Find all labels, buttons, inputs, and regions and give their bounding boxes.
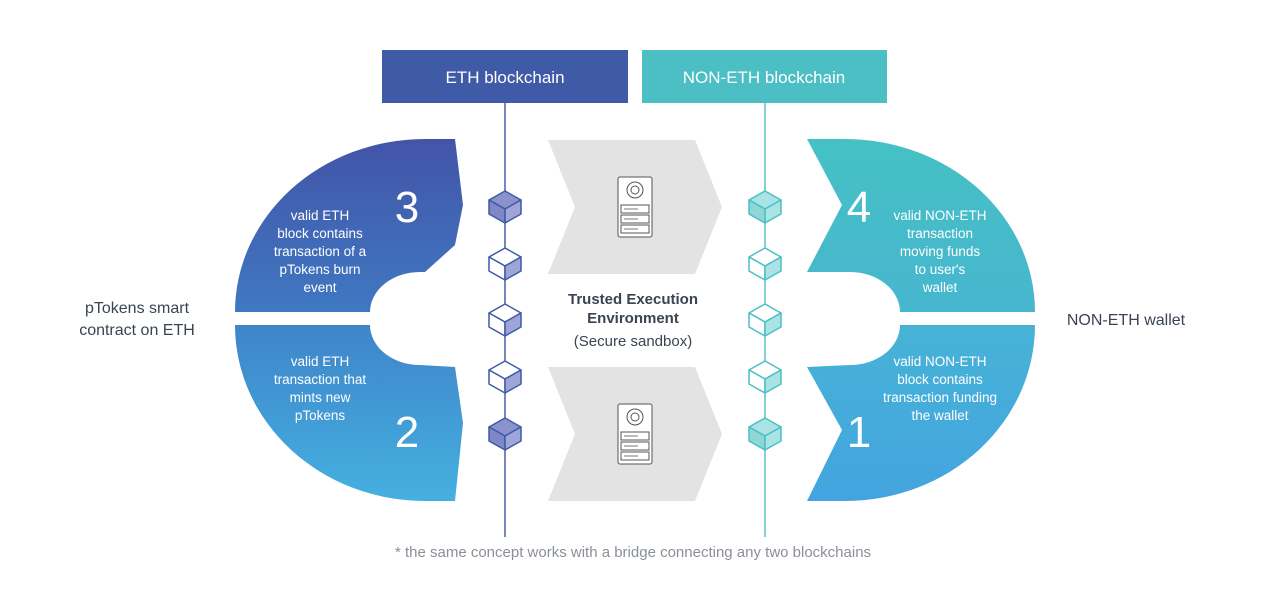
step-4-shape	[807, 139, 1035, 312]
left-side-label: contract on ETH	[79, 322, 195, 339]
step-4-line: valid NON-ETH	[893, 208, 986, 223]
block-cube-icon	[748, 417, 782, 451]
tee-title: Trusted Execution	[568, 291, 698, 308]
step-3-line: valid ETH	[291, 208, 350, 223]
step-2-line: transaction that	[274, 372, 367, 387]
step-3-text: valid ETH block contains transaction of …	[274, 208, 367, 295]
step-2-line: mints new	[290, 390, 351, 405]
non-eth-header-label: NON-ETH blockchain	[683, 68, 846, 87]
tee-title: Environment	[587, 310, 679, 327]
left-side-label: pTokens smart	[85, 300, 190, 317]
step-2-text: valid ETH transaction that mints new pTo…	[274, 354, 367, 423]
step-2-line: valid ETH	[291, 354, 350, 369]
step-1-shape	[807, 325, 1035, 501]
step-3-line: transaction of a	[274, 244, 367, 259]
block-cube-icon	[488, 303, 522, 337]
step-3-line: pTokens burn	[279, 262, 360, 277]
step-1-line: valid NON-ETH	[893, 354, 986, 369]
block-cube-icon	[488, 247, 522, 281]
block-cube-icon	[748, 303, 782, 337]
step-4-line: to user's	[915, 262, 966, 277]
eth-blockchain-header: ETH blockchain	[382, 50, 628, 103]
step-1-line: transaction funding	[883, 390, 997, 405]
step-2-shape	[235, 325, 463, 501]
block-cube-icon	[488, 360, 522, 394]
block-cube-icon	[748, 247, 782, 281]
step-2-line: pTokens	[295, 408, 346, 423]
block-cube-icon	[488, 417, 522, 451]
right-side-label: NON-ETH wallet	[1067, 312, 1186, 329]
step-1-line: the wallet	[911, 408, 968, 423]
step-4-line: transaction	[907, 226, 973, 241]
step-3-line: event	[303, 280, 336, 295]
server-icon	[617, 403, 653, 465]
step-4-text: valid NON-ETH transaction moving funds t…	[893, 208, 986, 295]
tee-subtitle: (Secure sandbox)	[574, 333, 692, 350]
eth-blocks	[488, 190, 522, 451]
step-1-line: block contains	[897, 372, 983, 387]
step-3-number: 3	[395, 183, 419, 232]
step-1-text: valid NON-ETH block contains transaction…	[883, 354, 997, 423]
non-eth-blocks	[748, 190, 782, 451]
non-eth-blockchain-header: NON-ETH blockchain	[642, 50, 887, 103]
step-4-number: 4	[847, 183, 871, 232]
step-3-shape	[235, 139, 463, 312]
block-cube-icon	[488, 190, 522, 224]
block-cube-icon	[748, 360, 782, 394]
step-4-line: moving funds	[900, 244, 981, 259]
step-1-number: 1	[847, 408, 871, 457]
server-icon	[617, 176, 653, 238]
step-3-line: block contains	[277, 226, 363, 241]
eth-header-label: ETH blockchain	[445, 68, 564, 87]
block-cube-icon	[748, 190, 782, 224]
footnote: * the same concept works with a bridge c…	[395, 544, 871, 561]
step-2-number: 2	[395, 408, 419, 457]
step-4-line: wallet	[922, 280, 958, 295]
